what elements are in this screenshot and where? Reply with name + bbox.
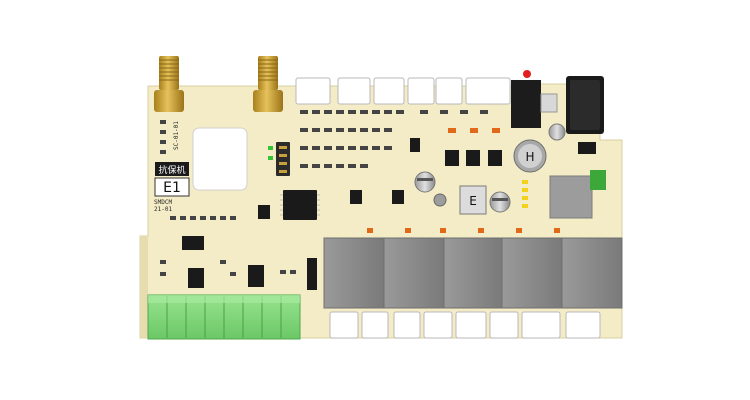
relay-4 <box>501 237 563 309</box>
relay-3 <box>443 237 503 309</box>
ic-10 <box>307 258 317 290</box>
ic-9 <box>248 265 264 287</box>
inductor-left: H <box>513 139 547 173</box>
screw-terminal-block <box>147 294 301 340</box>
ic-11 <box>258 205 270 219</box>
connector-top-1 <box>295 77 331 105</box>
inductor-right: E <box>459 185 487 215</box>
dc-power-jack <box>566 76 604 134</box>
chinese-tag-text: 抗保机 <box>158 164 185 176</box>
sma-connector-left <box>154 56 184 112</box>
connector-bottom-3 <box>393 311 421 339</box>
green-leds <box>268 146 273 160</box>
ic-5 <box>350 190 362 204</box>
board-id-text: E1 <box>163 180 181 196</box>
connector-bottom-2 <box>361 311 389 339</box>
ic-8 <box>188 268 204 288</box>
connector-top-3 <box>373 77 405 105</box>
date-code-text: 21-01 <box>154 206 172 213</box>
ic-7 <box>182 236 204 250</box>
inductor-left-mark: H <box>525 150 534 164</box>
connector-bottom-1 <box>329 311 359 339</box>
ic-12 <box>578 142 596 154</box>
sma-connector-right <box>253 56 283 112</box>
led-indicator <box>523 70 531 78</box>
chinese-tag-label: 抗保机 <box>155 162 189 176</box>
yellow-resistors <box>522 180 528 208</box>
orange-diodes <box>367 128 560 233</box>
smd-components <box>160 110 488 276</box>
power-module <box>549 175 593 219</box>
ic-1 <box>445 150 459 166</box>
pin-header <box>276 142 290 176</box>
ic-6 <box>392 190 404 204</box>
ic-3 <box>488 150 502 166</box>
capacitor-4 <box>433 193 447 207</box>
board-id-label: E1 <box>154 177 190 197</box>
board-edge <box>140 236 148 338</box>
vertical-silk-text: SC-01-01 <box>173 121 180 150</box>
ic-4 <box>410 138 420 152</box>
capacitor-1 <box>414 171 436 193</box>
bottom-connectors <box>329 311 601 339</box>
power-regulator <box>511 80 558 128</box>
connector-top-4 <box>407 77 435 105</box>
mcu-chip <box>280 190 320 220</box>
connector-top-5 <box>435 77 463 105</box>
ic-2 <box>466 150 480 166</box>
capacitor-3 <box>548 123 566 141</box>
relays <box>323 237 623 309</box>
version-code-text: SMDCM <box>154 199 172 206</box>
relay-1 <box>323 237 385 309</box>
connector-bottom-5 <box>455 311 487 339</box>
connector-bottom-4 <box>423 311 453 339</box>
inductor-right-mark: E <box>469 194 477 208</box>
connector-top-6 <box>465 77 511 105</box>
connector-bottom-8 <box>565 311 601 339</box>
connector-bottom-7 <box>521 311 561 339</box>
capacitor-2 <box>489 191 511 213</box>
relay-5 <box>561 237 623 309</box>
relay-2 <box>383 237 445 309</box>
small-ics <box>182 138 596 290</box>
top-connectors <box>295 77 511 105</box>
green-component <box>590 170 606 190</box>
connector-top-2 <box>337 77 371 105</box>
connector-bottom-6 <box>489 311 519 339</box>
wireless-module <box>192 127 248 191</box>
